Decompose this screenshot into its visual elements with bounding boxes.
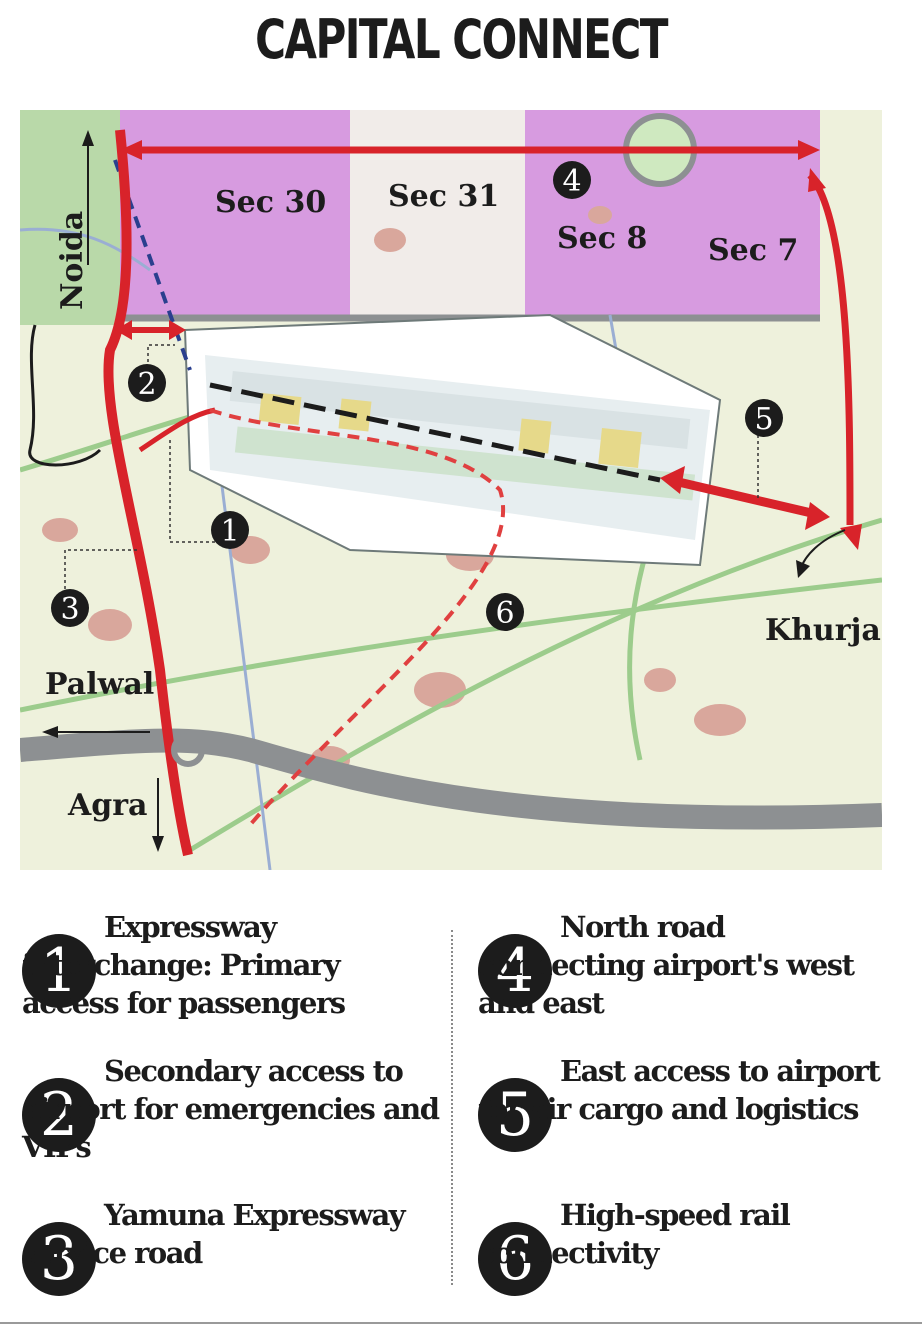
legend-number-6: 6 bbox=[478, 1222, 552, 1296]
sector-31-block bbox=[350, 110, 525, 315]
label-palwal: Palwal bbox=[45, 667, 154, 702]
label-noida: Noida bbox=[55, 211, 90, 310]
village-patches bbox=[42, 206, 746, 774]
marker-1: 1 bbox=[211, 511, 249, 549]
label-khurja: Khurja bbox=[765, 613, 881, 648]
yamuna-expressway bbox=[103, 129, 193, 857]
legend-number-5: 5 bbox=[478, 1078, 552, 1152]
svg-text:6: 6 bbox=[495, 596, 514, 631]
marker-2: 2 bbox=[128, 364, 166, 402]
east-access bbox=[668, 475, 822, 520]
legend-number-4: 4 bbox=[478, 934, 552, 1008]
airport-terminal bbox=[183, 313, 722, 567]
label-sec30: Sec 30 bbox=[215, 185, 326, 220]
noida-green-block bbox=[20, 110, 120, 325]
marker-3: 3 bbox=[51, 589, 89, 627]
grey-expressway bbox=[20, 728, 882, 830]
svg-text:2: 2 bbox=[137, 367, 156, 402]
label-sec31: Sec 31 bbox=[388, 179, 499, 214]
legend-number-3: 3 bbox=[22, 1222, 96, 1296]
sector-7-block bbox=[660, 110, 820, 315]
label-agra: Agra bbox=[67, 788, 148, 823]
bottom-rule bbox=[0, 1322, 922, 1324]
legend-divider bbox=[451, 930, 453, 1285]
svg-text:4: 4 bbox=[562, 164, 581, 199]
label-sec7: Sec 7 bbox=[708, 233, 798, 268]
marker-4: 4 bbox=[553, 161, 591, 199]
high-speed-rail bbox=[209, 408, 506, 827]
marker-6: 6 bbox=[486, 593, 524, 631]
svg-text:1: 1 bbox=[220, 514, 239, 549]
legend-number-1: 1 bbox=[22, 934, 96, 1008]
legend-number-2: 2 bbox=[22, 1078, 96, 1152]
sector-30-block bbox=[120, 110, 350, 315]
svg-text:5: 5 bbox=[754, 402, 773, 437]
page-title: CAPITAL CONNECT bbox=[255, 8, 668, 71]
marker-5: 5 bbox=[745, 399, 783, 437]
label-sec8: Sec 8 bbox=[557, 221, 647, 256]
svg-text:3: 3 bbox=[60, 592, 79, 627]
airport-map: Sec 30 Sec 31 Sec 8 Sec 7 Noida Palwal A… bbox=[20, 110, 882, 870]
